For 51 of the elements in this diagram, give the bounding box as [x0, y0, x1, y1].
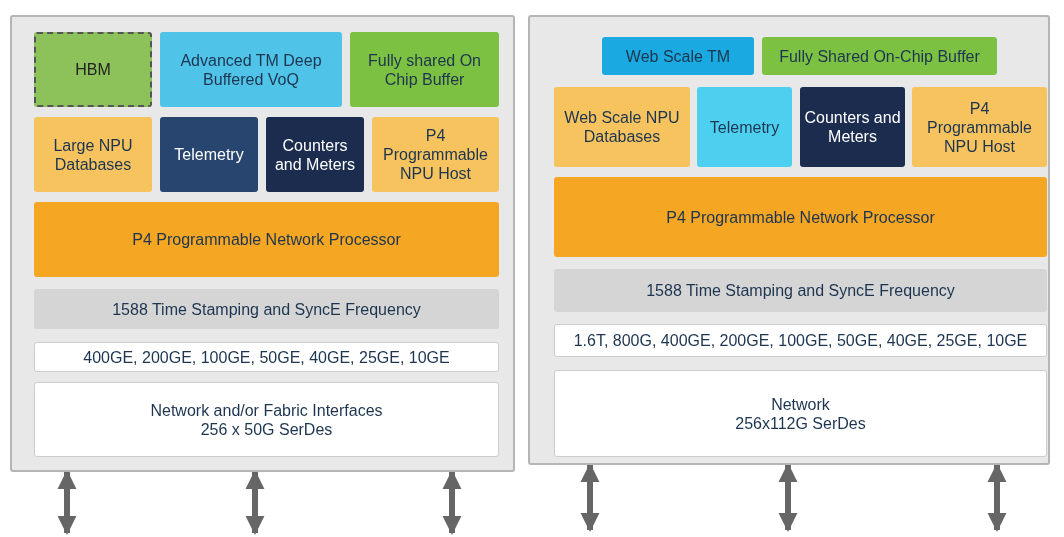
block-label: Telemetry	[708, 117, 781, 137]
block-label: P4 Programmable NPU Host	[926, 98, 1033, 156]
block-label: Network	[770, 394, 831, 414]
chip-panel	[528, 15, 1050, 465]
block-box	[34, 202, 499, 277]
block-box	[160, 32, 342, 107]
block-label: P4 Programmable NPU Host	[382, 126, 489, 183]
block-box	[800, 87, 905, 167]
block-label: 256 x 50G SerDes	[199, 419, 334, 439]
block-box	[554, 177, 1047, 257]
block-box	[266, 117, 364, 192]
block-label: Counters and Meters	[273, 135, 356, 174]
double-arrow	[987, 463, 1007, 532]
double-arrow	[57, 470, 77, 535]
block-label: Large NPU Databases	[52, 135, 134, 174]
block-label: 1.6T, 800G, 400GE, 200GE, 100GE, 50GE, 40GE, 25GE, 10GE	[572, 331, 1029, 350]
double-arrow	[245, 470, 265, 535]
block-box	[554, 87, 690, 167]
block-label: 256x112G SerDes	[734, 413, 867, 433]
block-box	[602, 37, 754, 75]
block-box	[762, 37, 997, 75]
block-label: P4 Programmable Network Processor	[665, 207, 936, 227]
block-box	[34, 382, 499, 457]
double-arrow	[442, 470, 462, 535]
chip-panel	[10, 15, 515, 472]
block-box	[554, 370, 1047, 457]
block-label: P4 Programmable Network Processor	[131, 230, 402, 249]
block-label: 1588 Time Stamping and SyncE Frequency	[111, 299, 422, 319]
block-box	[912, 87, 1047, 167]
block-box	[372, 117, 499, 192]
block-label: Telemetry	[173, 145, 245, 164]
block-box	[350, 32, 499, 107]
block-label: Counters and Meters	[803, 108, 902, 146]
block-label: 1588 Time Stamping and SyncE Frequency	[645, 281, 956, 300]
block-label: Network and/or Fabric Interfaces	[149, 400, 384, 420]
double-arrow	[778, 463, 798, 532]
block-label: Web Scale TM	[624, 46, 732, 66]
block-box	[34, 32, 152, 107]
block-label: HBM	[74, 60, 112, 79]
block-box	[697, 87, 792, 167]
block-box	[34, 117, 152, 192]
block-box	[160, 117, 258, 192]
block-box	[554, 324, 1047, 357]
double-arrow	[580, 463, 600, 532]
block-box	[34, 342, 499, 372]
block-label: Fully Shared On-Chip Buffer	[778, 46, 981, 66]
block-label: Advanced TM Deep Buffered VoQ	[179, 50, 323, 89]
block-label: Web Scale NPU Databases	[563, 108, 681, 146]
block-label: Fully shared On Chip Buffer	[367, 50, 482, 89]
block-box	[554, 269, 1047, 312]
block-label: 400GE, 200GE, 100GE, 50GE, 40GE, 25GE, 10GE	[82, 347, 451, 367]
